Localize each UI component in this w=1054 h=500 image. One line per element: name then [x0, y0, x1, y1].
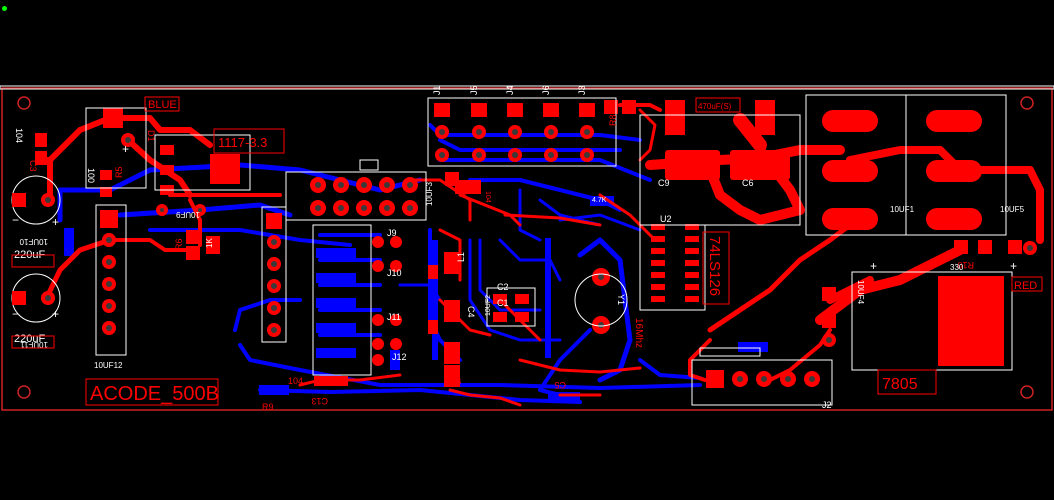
label-uf10f: 10UF1 — [890, 205, 915, 214]
label-c1: C1 — [497, 298, 509, 308]
label-4k7: 4.7K — [592, 197, 607, 204]
polarity-minus-a: − — [12, 213, 19, 227]
label-uf10d: 10UF9 — [175, 210, 200, 219]
label-c4: C4 — [466, 306, 476, 318]
label-d1: D1 — [146, 130, 156, 142]
label-r7: R7 — [458, 184, 468, 196]
label-c2: C2 — [497, 282, 509, 292]
polarity-plus-e: + — [870, 259, 877, 273]
vias — [45, 129, 1033, 382]
polarity-plus-d: + — [1010, 259, 1017, 273]
label-j2: J2 — [822, 400, 832, 410]
led-blue-label: BLUE — [148, 99, 177, 111]
crystal-label: 16Mhz — [633, 318, 644, 348]
polarity-plus-b: + — [52, 307, 59, 321]
label-j5: J5 — [469, 85, 479, 95]
label-uf10g: 10UF5 — [1000, 205, 1025, 214]
silkscreen-outlines — [0, 85, 1054, 406]
label-j1: J1 — [432, 85, 442, 95]
label-j12: J12 — [392, 352, 407, 362]
label-uf10c: 10UF12 — [94, 361, 123, 370]
label-uf10e: 10UF3 — [425, 181, 434, 206]
label-104-a: 104 — [14, 128, 24, 143]
label-uf10h: 10UF4 — [856, 280, 865, 305]
label-j4: J4 — [505, 85, 515, 95]
polarity-minus-b: − — [12, 307, 19, 321]
label-220uf-b: 220uF — [14, 333, 45, 345]
label-c3: C3 — [28, 160, 38, 172]
cap-470-label: 470uF(S) — [698, 102, 732, 111]
board-title: ACODE_500B — [90, 383, 219, 405]
label-j3: J3 — [577, 85, 587, 95]
label-j6: J6 — [541, 85, 551, 95]
label-c5: C5 — [554, 380, 566, 390]
label-r10: R10 — [957, 260, 974, 270]
regulator-33-label: 1117-3.3 — [218, 135, 267, 150]
label-j11: J11 — [387, 312, 401, 322]
label-l1: L1 — [456, 252, 466, 262]
label-r9: R9 — [262, 402, 274, 412]
label-y1: Y1 — [616, 294, 626, 305]
label-104-d: 104 — [484, 191, 491, 203]
label-c6: C6 — [742, 178, 754, 188]
mounting-holes — [17, 96, 1034, 399]
label-r8: R8 — [608, 114, 618, 126]
label-r6: R6 — [174, 238, 184, 250]
label-c13: C13 — [311, 396, 328, 406]
label-uf10b: 10UF11 — [20, 340, 48, 349]
label-r5: R5 — [114, 166, 124, 178]
polarity-plus-a: + — [52, 215, 59, 229]
cursor-indicator — [2, 6, 7, 11]
label-104-c: 104 — [448, 377, 462, 386]
polarity-plus-c: + — [122, 142, 129, 156]
board-outline — [1, 87, 1053, 411]
label-100: 100 — [86, 168, 96, 183]
label-j9: J9 — [387, 228, 397, 238]
label-u2: U2 — [660, 214, 672, 224]
label-1k: 1K — [205, 238, 214, 248]
label-c9: C9 — [658, 178, 670, 188]
label-330: 330 — [950, 263, 964, 272]
led-red-label: RED — [1014, 280, 1037, 292]
top-layer-pads — [11, 100, 1037, 388]
label-uf10a: 10UF10 — [19, 237, 48, 246]
label-j10: J10 — [387, 268, 402, 278]
bottom-layer-pads — [64, 196, 768, 402]
buffer-ic-label: 74LS126 — [706, 236, 723, 296]
regulator-5-label: 7805 — [882, 376, 918, 393]
label-104-b: 104 — [288, 376, 303, 386]
label-uf10i: 10UF2 — [485, 295, 492, 316]
